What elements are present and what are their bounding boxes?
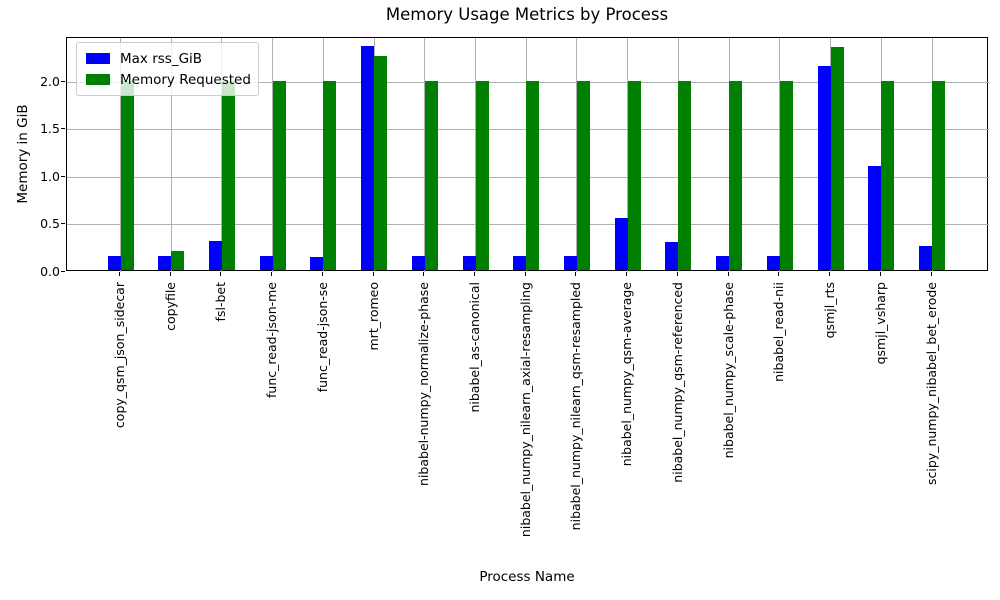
x-tick: [423, 272, 425, 276]
x-tick-label: qsmjl_rts: [822, 282, 838, 339]
bar-max-rss: [411, 255, 425, 270]
y-axis-label: Memory in GiB: [15, 104, 31, 204]
y-tick-label: 2.0: [40, 74, 60, 90]
bar-memory-requested: [881, 80, 895, 270]
bar-memory-requested: [272, 80, 286, 270]
x-tick: [474, 272, 476, 276]
y-tick-label: 0.5: [40, 216, 60, 232]
x-tick: [676, 272, 678, 276]
legend: Max rss_GiB Memory Requested: [76, 42, 259, 96]
bar-max-rss: [259, 255, 273, 270]
x-tick-label: fsl-bet: [213, 282, 229, 322]
x-tick: [119, 272, 120, 276]
y-tick: [61, 175, 65, 177]
y-tick-label: 0.0: [40, 263, 60, 279]
x-tick-label: copy_qsm_json_sidecar: [112, 282, 127, 429]
bar-max-rss: [817, 66, 831, 270]
legend-label-memory-requested: Memory Requested: [120, 71, 251, 88]
legend-entry-max-rss: Max rss_GiB: [86, 48, 250, 69]
x-tick: [829, 272, 831, 276]
x-tick-label: nibabel_numpy_qsm-average: [619, 282, 635, 467]
bar-max-rss: [614, 217, 628, 270]
x-tick: [930, 272, 932, 276]
legend-swatch-max-rss: [86, 53, 110, 64]
bar-max-rss: [919, 246, 932, 270]
bar-memory-requested: [576, 80, 590, 270]
legend-swatch-memory-requested: [86, 74, 110, 85]
bar-max-rss: [513, 255, 527, 270]
bar-memory-requested: [526, 80, 540, 270]
bar-max-rss: [310, 256, 324, 270]
bar-max-rss: [868, 165, 882, 270]
bar-memory-requested: [830, 47, 844, 270]
bar-memory-requested: [221, 80, 235, 270]
x-tick-label: nibabel_as-canonical: [467, 282, 483, 413]
bar-memory-requested: [729, 80, 743, 270]
bar-memory-requested: [475, 80, 489, 270]
bar-memory-requested: [120, 80, 134, 270]
x-axis-label: Process Name: [479, 569, 575, 585]
bar-memory-requested: [779, 80, 793, 270]
y-tick-label: 1.0: [40, 168, 60, 184]
bar-memory-requested: [171, 251, 185, 270]
x-tick-label: qsmjl_vsharp: [872, 282, 888, 365]
x-tick-label: nibabel_numpy_scale-phase: [720, 282, 736, 459]
x-tick-label: mrt_romeo: [365, 282, 381, 351]
x-tick-label: func_read-json-se: [314, 282, 330, 393]
x-tick-label: nibabel_numpy_qsm-referenced: [669, 282, 685, 483]
bar-max-rss: [563, 255, 577, 270]
bar-max-rss: [107, 255, 121, 270]
x-tick-label: scipy_numpy_nibabel_bet_erode: [923, 282, 939, 485]
x-tick-label: copyfile: [162, 282, 178, 331]
bar-memory-requested: [424, 80, 438, 270]
bar-memory-requested: [627, 80, 641, 270]
x-tick: [271, 272, 273, 276]
y-tick-label: 1.5: [40, 121, 60, 137]
bar-memory-requested: [374, 55, 388, 270]
x-tick: [321, 272, 323, 276]
bar-max-rss: [766, 255, 780, 270]
x-tick: [524, 272, 526, 276]
bar-max-rss: [665, 241, 679, 270]
bar-max-rss: [716, 255, 730, 270]
x-tick-label: func_read-json-me: [264, 282, 280, 398]
y-tick: [61, 81, 65, 83]
x-tick: [372, 272, 374, 276]
x-tick: [575, 272, 577, 276]
x-tick-label: nibabel-numpy_normalize-phase: [416, 282, 432, 486]
chart-title: Memory Usage Metrics by Process: [385, 5, 669, 24]
bar-max-rss: [208, 240, 222, 270]
y-tick: [61, 128, 65, 130]
bar-memory-requested: [932, 80, 945, 270]
x-tick: [220, 272, 222, 276]
x-tick-label: nibabel_numpy_nilearn_qsm-resampled: [568, 282, 584, 531]
bar-max-rss: [158, 255, 172, 270]
bar-memory-requested: [678, 80, 692, 270]
plot-area: [66, 37, 989, 272]
bar-max-rss: [361, 45, 375, 270]
x-tick: [626, 272, 628, 276]
x-tick-label: nibabel_numpy_nilearn_axial-resampling: [517, 282, 533, 538]
x-tick: [727, 272, 729, 276]
bar-max-rss: [462, 255, 476, 270]
gridline-vertical: [170, 38, 172, 272]
y-tick: [61, 223, 65, 225]
x-tick: [778, 272, 780, 276]
x-tick: [879, 272, 881, 276]
x-tick: [169, 272, 171, 276]
y-tick: [61, 270, 65, 272]
legend-entry-memory-requested: Memory Requested: [86, 69, 251, 90]
bar-memory-requested: [323, 80, 337, 270]
x-tick-label: nibabel_read-nii: [771, 282, 787, 382]
legend-label-max-rss: Max rss_GiB: [120, 50, 203, 67]
